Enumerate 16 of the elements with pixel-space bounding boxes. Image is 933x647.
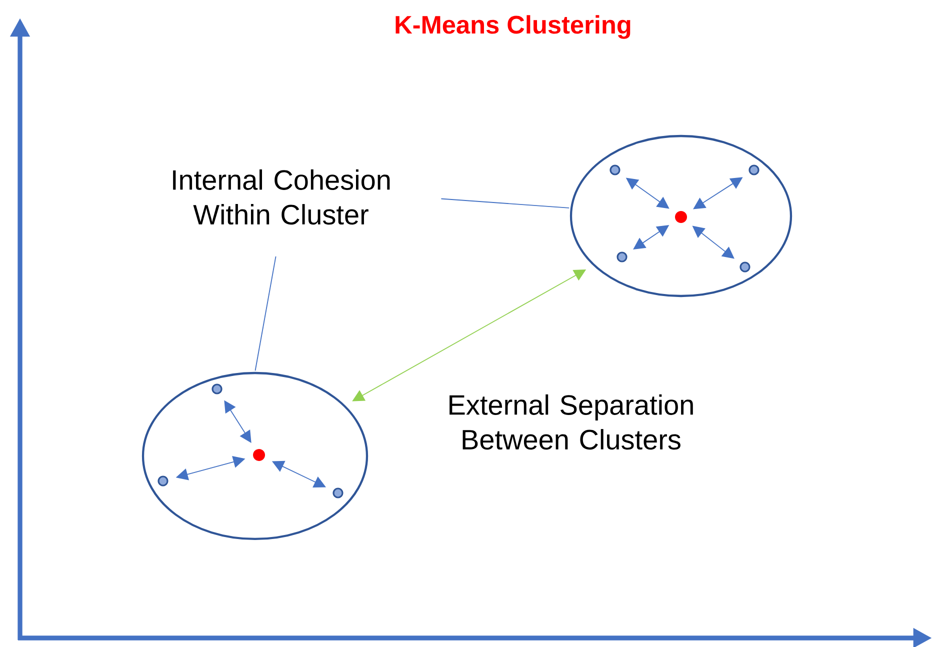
data-point xyxy=(332,488,344,498)
data-point xyxy=(740,262,750,272)
data-point xyxy=(616,252,628,262)
note-text: External Separation Between Clusters xyxy=(450,394,693,450)
data-point xyxy=(748,164,760,176)
cluster-ellipse xyxy=(142,372,368,540)
data-point xyxy=(212,384,222,394)
node-text: Internal Cohesion Within Cluster xyxy=(173,169,390,225)
leader-line xyxy=(440,198,570,208)
data-point xyxy=(610,164,620,176)
title: K-Means Clustering xyxy=(396,15,630,39)
centroid-dot xyxy=(675,211,687,223)
centroid-dot xyxy=(253,449,265,461)
cluster-ellipse xyxy=(570,134,792,298)
leader-line xyxy=(254,256,276,372)
data-point xyxy=(158,476,168,486)
